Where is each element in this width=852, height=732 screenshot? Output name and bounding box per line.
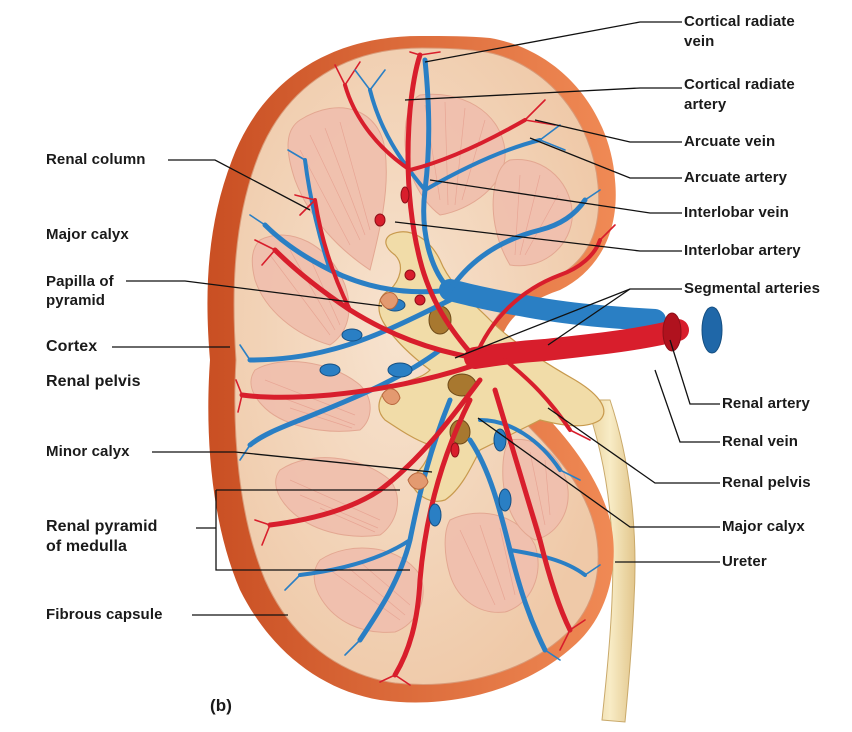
label-cortical-radiate-artery-line1: Cortical radiate [684, 76, 795, 93]
label-renal-pyramid-line1: Renal pyramid [46, 518, 158, 535]
label-cortical-radiate-vein-line1: Cortical radiate [684, 13, 795, 30]
label-interlobar-artery: Interlobar artery [684, 242, 801, 259]
label-papilla-of-pyramid-line1: Papilla of [46, 273, 114, 290]
label-renal-column: Renal column [46, 151, 146, 168]
renal-vein-cut [701, 306, 723, 354]
label-cortex: Cortex [46, 338, 98, 355]
label-interlobar-vein: Interlobar vein [684, 204, 789, 221]
label-cortical-radiate-artery-line2: artery [684, 96, 727, 113]
leader-lines [112, 21, 720, 616]
papillae [379, 292, 429, 490]
vessel-sections [319, 186, 512, 527]
cortical-twigs-blue [239, 69, 601, 661]
label-segmental-arteries: Segmental arteries [684, 280, 821, 297]
renal-artery-cut [662, 312, 682, 352]
veins [247, 57, 666, 653]
label-arcuate-vein: Arcuate vein [684, 133, 776, 150]
label-renal-pelvis-left: Renal pelvis [46, 373, 141, 390]
label-renal-vein: Renal vein [722, 433, 799, 450]
label-papilla-of-pyramid-line2: pyramid [46, 292, 106, 309]
label-major-calyx-right: Major calyx [722, 518, 805, 535]
label-fibrous-capsule: Fibrous capsule [46, 606, 163, 623]
label-arcuate-artery: Arcuate artery [684, 169, 788, 186]
label-renal-pelvis-right: Renal pelvis [722, 474, 811, 491]
label-major-calyx-left: Major calyx [46, 226, 129, 243]
cortical-twigs-red [235, 51, 616, 686]
panel-label: (b) [210, 696, 233, 715]
label-ureter: Ureter [722, 553, 767, 570]
label-cortical-radiate-vein-line2: vein [684, 33, 715, 50]
label-minor-calyx: Minor calyx [46, 443, 130, 460]
label-renal-pyramid-line2: of medulla [46, 538, 128, 555]
label-renal-artery: Renal artery [722, 395, 810, 412]
